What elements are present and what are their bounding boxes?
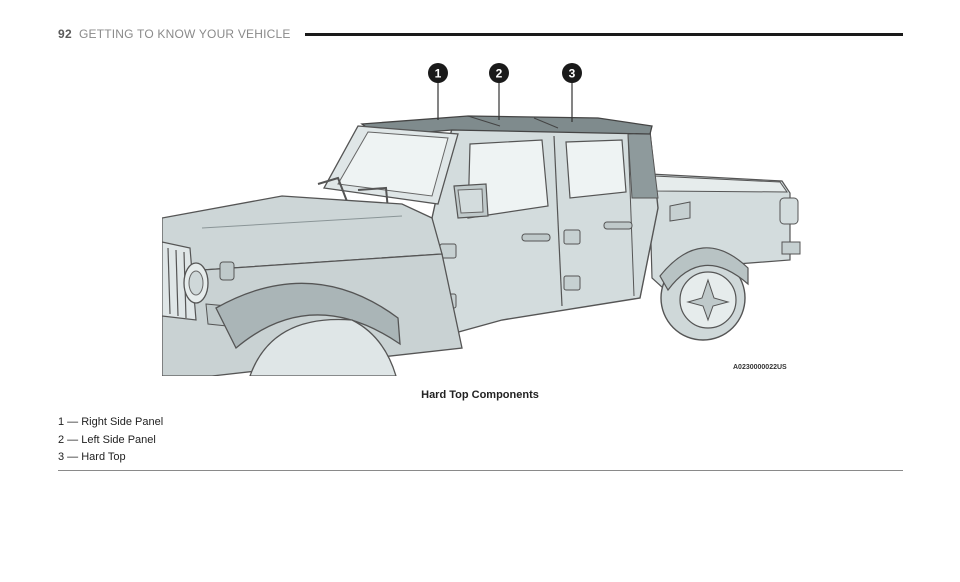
- page-header: 92 GETTING TO KNOW YOUR VEHICLE: [58, 26, 903, 42]
- figure-caption: Hard Top Components: [421, 389, 539, 401]
- page-number: 92: [58, 27, 72, 41]
- legend-list: 1 — Right Side Panel 2 — Left Side Panel…: [58, 414, 903, 471]
- callout-2: 2: [496, 67, 503, 81]
- callout-3: 3: [569, 67, 576, 81]
- header-rule: [304, 32, 903, 36]
- legend-item: 1 — Right Side Panel: [58, 416, 164, 428]
- legend-item: 2 — Left Side Panel: [58, 433, 156, 446]
- vehicle-illustration: 1 2 3: [162, 58, 802, 376]
- callout-1: 1: [435, 67, 442, 81]
- legend-item: 3 — Hard Top: [58, 451, 126, 463]
- truck-drawing: 1 2 3: [162, 63, 801, 376]
- image-code: A0230000022US: [733, 364, 787, 371]
- section-title: GETTING TO KNOW YOUR VEHICLE: [78, 27, 291, 41]
